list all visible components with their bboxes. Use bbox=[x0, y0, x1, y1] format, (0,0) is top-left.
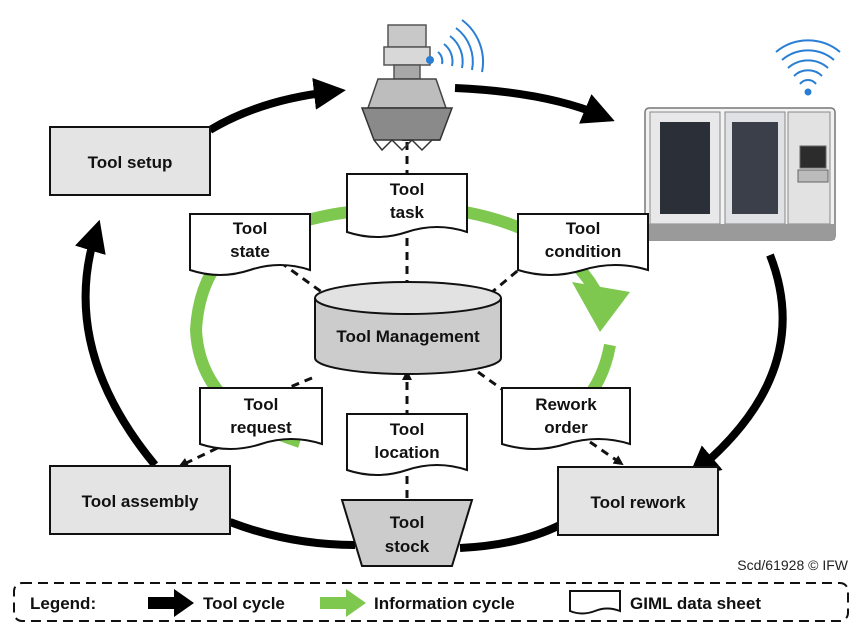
tool-stock-label-line1: Tool bbox=[390, 513, 425, 532]
sheet-rework-order-line2: order bbox=[544, 418, 588, 437]
legend-giml-data-sheet-label: GIML data sheet bbox=[630, 594, 761, 613]
tool-cycle bbox=[75, 77, 787, 552]
sheet-tool-task-line2: task bbox=[390, 203, 425, 222]
machine-tool-icon bbox=[644, 107, 836, 241]
legend-tool-cycle-label: Tool cycle bbox=[203, 594, 285, 613]
sheet-tool-state: Tool state bbox=[189, 213, 311, 276]
tool-cycle-arrow-tool-to-machine bbox=[454, 84, 615, 124]
legend: Legend: Tool cycle Information cycle GIM… bbox=[13, 582, 849, 622]
sheet-tool-state-line1: Tool bbox=[233, 219, 268, 238]
sheet-tool-state-line2: state bbox=[230, 242, 270, 261]
sheet-rework-order-line1: Rework bbox=[535, 395, 597, 414]
milling-tool-icon bbox=[360, 24, 454, 152]
sheet-tool-condition-line1: Tool bbox=[566, 219, 601, 238]
sheet-tool-condition-line2: condition bbox=[545, 242, 621, 261]
sheet-tool-task: Tool task bbox=[346, 173, 468, 238]
legend-data-sheet-icon bbox=[569, 590, 621, 615]
sheet-tool-task-line1: Tool bbox=[390, 180, 425, 199]
information-cycle-arrowhead bbox=[572, 282, 630, 332]
sheet-tool-request-line2: request bbox=[230, 418, 292, 437]
copyright-text: Scd/61928 © IFW bbox=[737, 557, 848, 573]
connector-state-to-management bbox=[279, 260, 332, 300]
sheet-tool-location-line1: Tool bbox=[390, 420, 425, 439]
tool-assembly-label: Tool assembly bbox=[82, 492, 199, 511]
tool-stock-node: Tool stock bbox=[340, 499, 474, 567]
sheet-tool-request: Tool request bbox=[199, 387, 323, 450]
sheet-rework-order: Rework order bbox=[501, 387, 631, 450]
sheet-tool-location-line2: location bbox=[374, 443, 439, 462]
tool-rework-node: Tool rework bbox=[557, 466, 719, 536]
sheet-tool-request-line1: Tool bbox=[244, 395, 279, 414]
tool-rework-label: Tool rework bbox=[590, 493, 686, 512]
legend-tool-cycle-arrow-icon bbox=[148, 589, 194, 617]
sheet-tool-location: Tool location bbox=[346, 413, 468, 476]
tool-cycle-arrow-setup-to-tool bbox=[207, 77, 346, 134]
tool-cycle-arrow-machine-to-rework bbox=[687, 253, 787, 479]
wireless-signal-icon bbox=[775, 39, 841, 96]
connector-rework-order-to-rework bbox=[589, 440, 624, 466]
tool-assembly-node: Tool assembly bbox=[49, 465, 231, 535]
connector-request-to-assembly bbox=[178, 440, 231, 468]
tool-management-database: Tool Management bbox=[314, 281, 502, 375]
legend-title: Legend: bbox=[30, 594, 96, 613]
legend-information-cycle-label: Information cycle bbox=[374, 594, 515, 613]
tool-setup-label: Tool setup bbox=[88, 153, 173, 172]
legend-information-cycle-arrow-icon bbox=[320, 589, 366, 617]
sheet-tool-condition: Tool condition bbox=[517, 213, 649, 276]
tool-management-label: Tool Management bbox=[336, 327, 480, 346]
tool-cycle-line-rework-to-stock bbox=[459, 521, 562, 552]
tool-stock-label-line2: stock bbox=[385, 537, 430, 556]
connector-management-to-request bbox=[267, 376, 313, 398]
wireless-signal-icon bbox=[426, 19, 484, 73]
tool-cycle-line-stock-to-assembly bbox=[228, 518, 356, 549]
tool-setup-node: Tool setup bbox=[49, 126, 211, 196]
tool-cycle-arrow-assembly-to-setup bbox=[75, 219, 159, 468]
